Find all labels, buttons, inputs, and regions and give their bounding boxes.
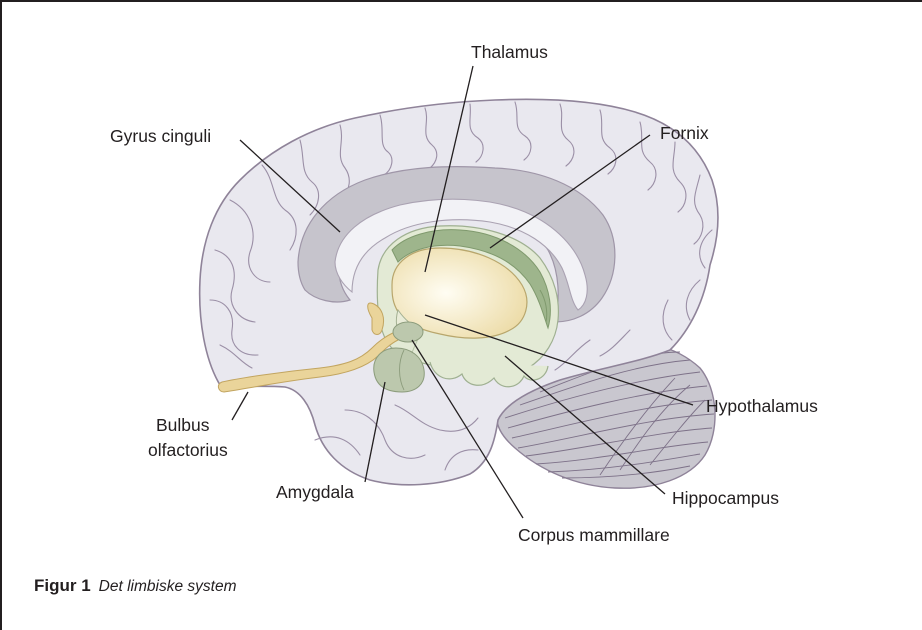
label-corpus-mammillare: Corpus mammillare	[518, 525, 670, 545]
leader-bulbus	[232, 392, 248, 420]
label-bulbus-line2: olfactorius	[148, 440, 228, 460]
label-amygdala: Amygdala	[276, 482, 354, 502]
label-hippocampus: Hippocampus	[672, 488, 779, 508]
label-fornix: Fornix	[660, 123, 709, 143]
label-hypothalamus: Hypothalamus	[706, 396, 818, 416]
label-thalamus: Thalamus	[471, 42, 548, 62]
caption-text: Det limbiske system	[99, 578, 237, 595]
caption-number: Figur 1	[34, 576, 91, 595]
corpus-mammillare-shape	[393, 322, 423, 342]
label-bulbus-line1: Bulbus	[156, 415, 210, 435]
label-gyrus-cinguli: Gyrus cinguli	[110, 126, 211, 146]
figure-caption: Figur 1 Det limbiske system	[34, 576, 236, 596]
